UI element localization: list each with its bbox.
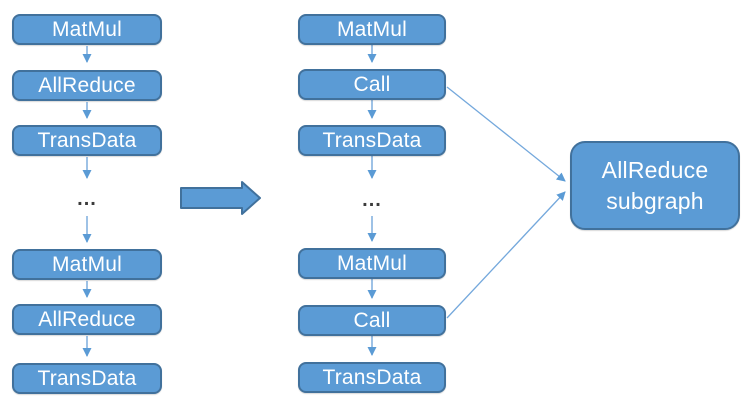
node-transdata-3: TransData: [298, 125, 446, 156]
node-matmul-3: MatMul: [298, 14, 446, 45]
node-call-2: Call: [298, 305, 446, 336]
ellipsis-middle: ...: [362, 189, 382, 211]
node-matmul-4: MatMul: [298, 248, 446, 279]
node-matmul-2: MatMul: [12, 249, 162, 280]
node-transdata-4: TransData: [298, 362, 446, 393]
call2-to-subgraph-arrow: [446, 191, 566, 319]
node-call-1: Call: [298, 69, 446, 100]
ellipsis-left: ...: [77, 188, 97, 210]
call1-to-subgraph-arrow: [446, 86, 566, 182]
node-allreduce-2: AllReduce: [12, 304, 162, 335]
node-transdata-1: TransData: [12, 125, 162, 156]
subgraph-label-line1: AllReduce: [601, 156, 709, 183]
node-allreduce-1: AllReduce: [12, 70, 162, 101]
allreduce-subgraph-node: AllReduce subgraph: [570, 141, 740, 230]
transform-arrow-icon: [180, 181, 261, 215]
subgraph-label-line2: subgraph: [606, 187, 704, 214]
node-matmul-1: MatMul: [12, 14, 162, 45]
node-transdata-2: TransData: [12, 363, 162, 394]
